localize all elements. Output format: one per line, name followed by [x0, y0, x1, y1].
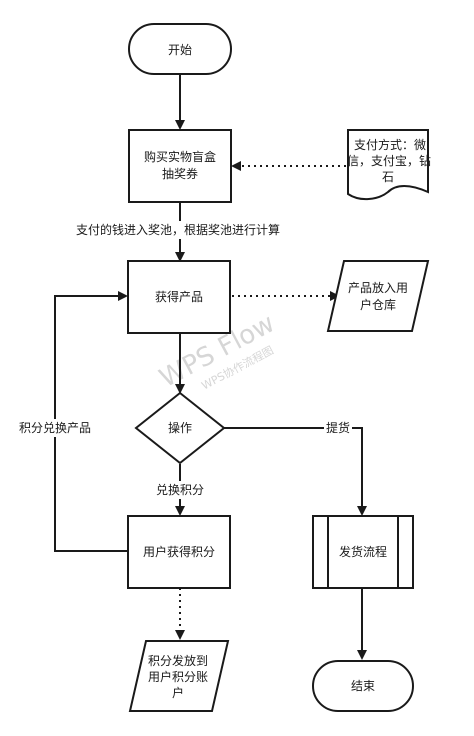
- node-user-gets-points[interactable]: 用户获得积分: [127, 515, 231, 589]
- node-operate-label: 操作: [168, 420, 192, 435]
- node-payment-line-1: 支付方式：微: [354, 137, 426, 152]
- edge-label-exchange-product: 积分兑换产品: [19, 421, 91, 435]
- node-buy-line-1: 购买实物盲盒: [144, 149, 216, 164]
- node-warehouse[interactable]: 产品放入用 户仓库: [326, 260, 430, 332]
- node-get-product[interactable]: 获得产品: [127, 260, 231, 334]
- node-payment-line-3: 石: [382, 170, 394, 184]
- edge-operate-to-ship: [224, 427, 367, 516]
- edge-label-pickup: 提货: [326, 420, 350, 435]
- node-start[interactable]: 开始: [128, 23, 232, 75]
- node-operate[interactable]: 操作: [134, 391, 226, 465]
- node-end[interactable]: 结束: [312, 660, 414, 712]
- node-shipping-flow[interactable]: 发货流程: [312, 515, 414, 589]
- node-payment-method[interactable]: 支付方式：微 信，支付宝，钻 石: [347, 129, 431, 200]
- node-payment-line-2: 信，支付宝，钻: [347, 153, 431, 168]
- node-buy-blind-box[interactable]: 购买实物盲盒 抽奖券: [128, 129, 232, 203]
- node-buy-line-2: 抽奖券: [162, 166, 198, 181]
- node-end-label: 结束: [351, 679, 375, 693]
- node-points-account[interactable]: 积分发放到 用户积分账 户: [128, 640, 230, 712]
- node-start-label: 开始: [168, 43, 192, 57]
- node-points-account-line-2: 用户积分账: [148, 669, 208, 684]
- node-warehouse-line-1: 产品放入用: [348, 280, 408, 295]
- node-points-account-line-1: 积分发放到: [148, 653, 208, 668]
- edge-label-exchange-points: 兑换积分: [156, 483, 204, 497]
- node-points-account-line-3: 户: [172, 685, 184, 700]
- node-warehouse-line-2: 户仓库: [360, 297, 396, 312]
- node-user-points-label: 用户获得积分: [143, 544, 215, 559]
- node-shipping-label: 发货流程: [339, 544, 387, 559]
- edge-label-pay-to-pool: 支付的钱进入奖池，根据奖池进行计算: [76, 222, 280, 237]
- node-get-product-label: 获得产品: [155, 289, 203, 304]
